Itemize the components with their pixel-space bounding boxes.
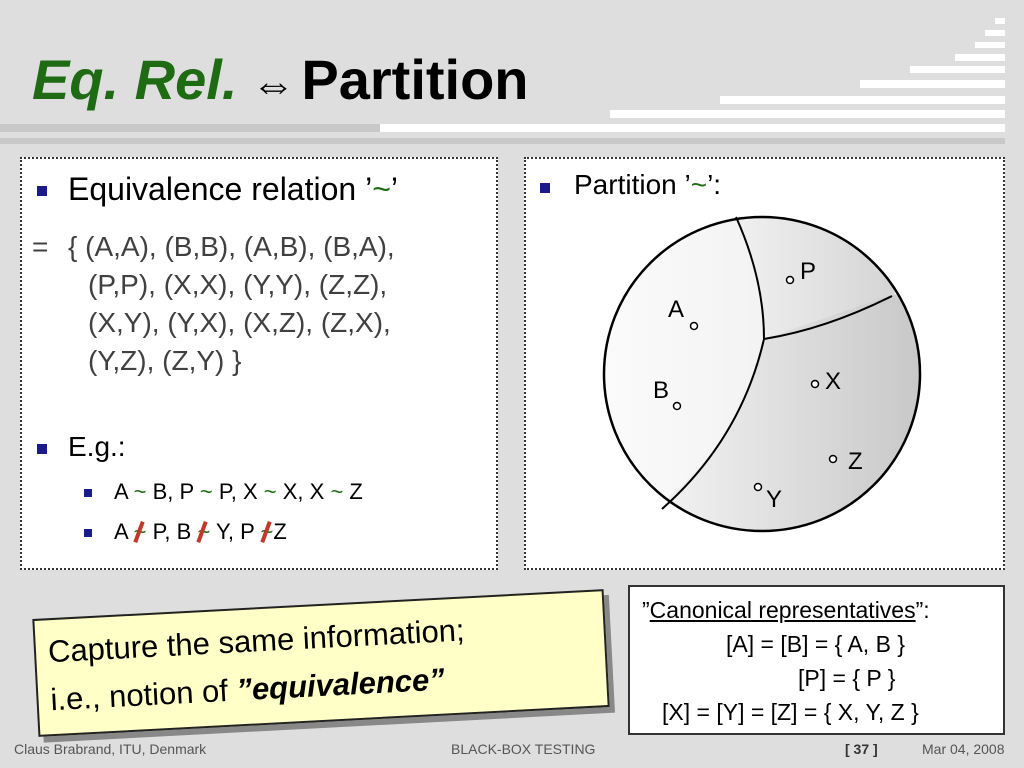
heading-text: Equivalence relation ’ [68, 171, 373, 207]
label-x: X [825, 368, 841, 395]
canonical-line-p: [P] = { P } [798, 665, 896, 691]
footer-date: Mar 04, 2008 [922, 741, 1005, 757]
set-line-3: (X,Y), (Y,X), (X,Z), (Z,X), [88, 307, 391, 338]
point-x [810, 379, 820, 389]
footer-author: Claus Brabrand, ITU, Denmark [14, 741, 207, 757]
point-b [672, 401, 682, 411]
bullet-icon [84, 489, 92, 497]
label-p: P [800, 258, 816, 285]
canonical-line-xyz: [X] = [Y] = [Z] = { X, Y, Z } [662, 699, 919, 725]
label-z: Z [848, 448, 863, 475]
eg-label: E.g.: [68, 431, 126, 462]
page-title: Eq. Rel.⇔Partition [32, 52, 529, 108]
partition-diagram: P A B X Z Y [602, 215, 922, 533]
title-eq-rel: Eq. Rel. [32, 48, 238, 111]
set-line-1: { (A,A), (B,B), (A,B), (B,A), [68, 231, 395, 262]
footer-course: BLACK-BOX TESTING [451, 741, 596, 757]
note-line-2: i.e., notion of ”equivalence” [49, 661, 446, 718]
point-z [828, 454, 838, 464]
bullet-icon [540, 183, 550, 193]
set-line-4: (Y,Z), (Z,Y) } [88, 345, 242, 376]
partition-heading: Partition ’~’: [574, 169, 722, 200]
point-y [753, 482, 763, 492]
footer-page-number: [ 37 ] [845, 741, 878, 757]
not-related-symbol: ~ [133, 519, 147, 544]
summary-note: Capture the same information; i.e., noti… [32, 589, 610, 737]
label-y: Y [766, 486, 782, 513]
title-partition: Partition [301, 48, 529, 111]
heading-close: ’ [390, 171, 398, 207]
not-related-symbol: ~ [197, 519, 211, 544]
bullet-icon [37, 186, 47, 196]
bullet-icon [84, 529, 92, 537]
example-related-pairs: A ~ B, P ~ P, X ~ X, X ~ Z [114, 479, 363, 504]
equivalence-heading: Equivalence relation ’~’ [68, 171, 398, 208]
label-a: A [668, 296, 684, 323]
set-line-2: (P,P), (X,X), (Y,Y), (Z,Z), [88, 269, 388, 300]
example-unrelated-pairs: A ~ P, B ~ Y, P ~Z [114, 519, 287, 544]
canonical-line-ab: [A] = [B] = { A, B } [726, 631, 906, 657]
title-iff-arrow: ⇔ [251, 60, 296, 109]
note-line-1: Capture the same information; [47, 612, 466, 670]
bullet-icon [37, 444, 47, 454]
canonical-representatives-box: ”Canonical representatives”: [A] = [B] =… [628, 585, 1005, 735]
partition-panel: Partition ’~’: [524, 157, 1005, 570]
point-a [689, 321, 699, 331]
equals-sign: = [32, 231, 49, 262]
heading-tilde: ~ [372, 171, 391, 207]
not-related-symbol: ~ [260, 519, 274, 544]
decorative-stripes [0, 18, 1005, 144]
label-b: B [653, 377, 669, 404]
canonical-title: ”Canonical representatives”: [642, 597, 930, 623]
point-p [785, 275, 795, 285]
equivalence-relation-panel: Equivalence relation ’~’ = { (A,A), (B,B… [20, 157, 498, 570]
